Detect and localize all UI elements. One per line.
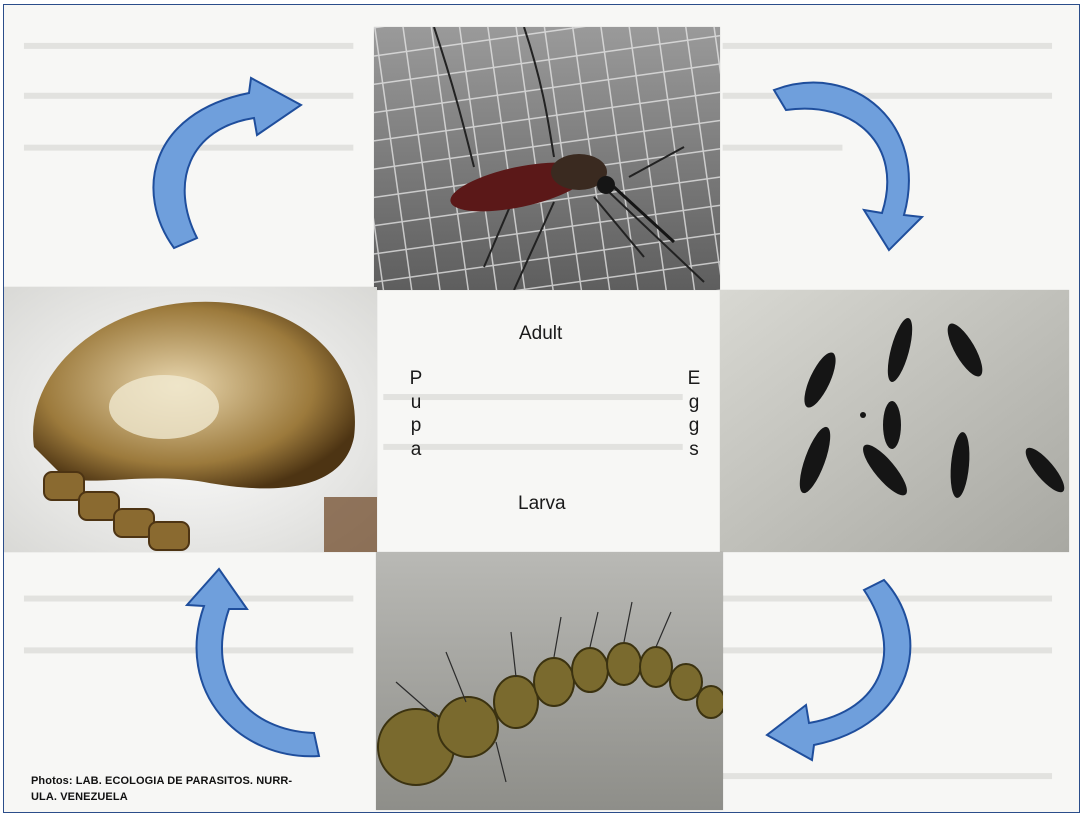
- adult-mosquito-photo: [374, 27, 720, 290]
- stage-label-adult: Adult: [519, 323, 562, 345]
- larva-photo: [376, 552, 723, 810]
- eggs-photo: [720, 290, 1069, 552]
- curved-arrow-icon: [169, 561, 349, 761]
- photo-credit-line-1: Photos: LAB. ECOLOGIA DE PARASITOS. NURR…: [31, 773, 292, 789]
- stage-label-eggs: Eggs: [683, 367, 705, 461]
- curved-arrow-icon: [764, 575, 944, 765]
- photo-credit-line-2: ULA. VENEZUELA: [31, 789, 292, 805]
- lifecycle-diagram: Adult Larva Pupa Eggs Photos: LAB. ECOLO…: [3, 4, 1080, 813]
- pupa-photo: [4, 287, 377, 552]
- stage-label-pupa: Pupa: [405, 367, 427, 461]
- curved-arrow-icon: [129, 73, 309, 253]
- stage-label-larva: Larva: [518, 493, 566, 515]
- curved-arrow-icon: [764, 65, 944, 255]
- photo-credit: Photos: LAB. ECOLOGIA DE PARASITOS. NURR…: [31, 773, 292, 805]
